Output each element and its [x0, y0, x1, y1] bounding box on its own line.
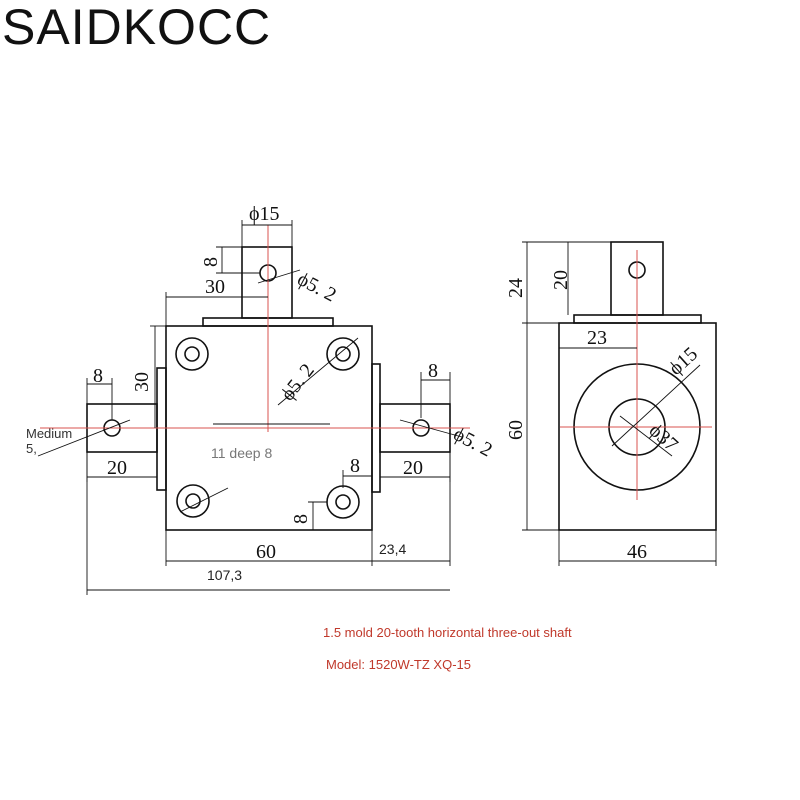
top-shaft-offset-label: 30 [205, 276, 225, 298]
bottom-hole-offset-v-label: 8 [290, 514, 312, 524]
side-shaft-key-label: 20 [550, 270, 572, 290]
left-key-offset-label: 8 [93, 365, 103, 387]
side-bore-diameter-label: ϕ37 [645, 419, 682, 456]
front-view: ϕ15 8 30 ϕ5. 2 30 ϕ5. 2 8 Medium 5, [26, 203, 496, 595]
mounting-hole-top-left [175, 337, 209, 371]
bottom-hole-offset-h-label: 8 [350, 455, 360, 477]
top-key-offset-label: 8 [200, 257, 222, 267]
left-shaft-length-label: 20 [107, 457, 127, 479]
top-shaft-diameter-label: ϕ15 [249, 203, 280, 225]
mounting-hole-bottom-left [176, 484, 210, 518]
side-body-height-label: 60 [505, 420, 527, 440]
mount-hole-diameter-label: ϕ5. 2 [277, 360, 319, 405]
top-shaft [241, 246, 293, 319]
side-shaft-height-label: 24 [505, 278, 527, 298]
caption-line2: Model: 1520W-TZ XQ-15 [326, 657, 471, 672]
center-note: 11 deep 8 [211, 445, 272, 461]
mounting-hole-bottom-right [326, 485, 360, 519]
left-label-line1: Medium [26, 426, 72, 441]
brand-logo-text: SAIDKOCC [2, 0, 272, 55]
right-hole-diameter-label: ϕ5. 2 [450, 423, 496, 461]
left-label-line2: 5, [26, 441, 37, 456]
mounting-hole-top-right [326, 337, 360, 371]
right-shaft-length-label: 20 [403, 457, 423, 479]
caption-line1: 1.5 mold 20-tooth horizontal three-out s… [323, 625, 572, 640]
side-center-offset-label: 23 [587, 327, 607, 349]
body-width-label: 60 [256, 541, 276, 563]
right-key-offset-label: 8 [428, 360, 438, 382]
side-view: 24 20 60 23 ϕ15 ϕ37 46 [505, 241, 717, 566]
overall-length-label: 107,3 [207, 567, 242, 583]
height-to-shaft-label: 30 [131, 372, 153, 392]
shaft-protrusion-label: 23,4 [379, 541, 406, 557]
left-flange [156, 367, 167, 491]
top-hole-diameter-label: ϕ5. 2 [294, 268, 340, 306]
side-body-width-label: 46 [627, 541, 647, 563]
